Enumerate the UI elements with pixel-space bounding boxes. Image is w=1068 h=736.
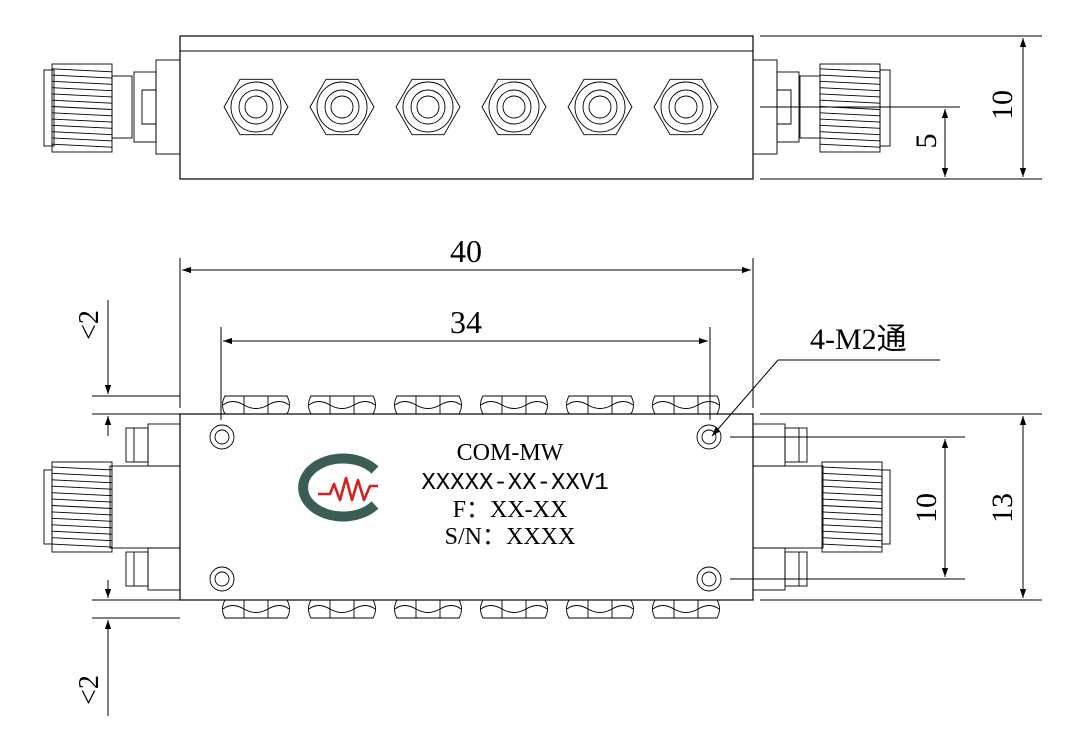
dim-connector-top: <2 <box>74 310 105 340</box>
label-part-number: XXXXX-XX-XXV1 <box>421 470 608 497</box>
top-body <box>179 35 754 180</box>
dim-body-height: 13 <box>986 493 1019 523</box>
nuts-top-nut-1 <box>222 395 290 415</box>
company-logo: MW <box>298 453 379 522</box>
tuning-screw-top-5 <box>567 78 633 136</box>
nuts-top-nut-6 <box>652 395 720 415</box>
nuts-top-nut-2 <box>308 395 376 415</box>
logo-zigzag <box>318 476 378 502</box>
connector-left-front <box>43 423 181 591</box>
nuts-bottom-nut-6 <box>652 599 720 619</box>
tuning-nuts-top-row <box>222 395 720 415</box>
nuts-bottom-nut-3 <box>394 599 462 619</box>
connector-right-front <box>752 423 891 591</box>
mounting-holes <box>209 424 722 592</box>
label-company: COM-MW <box>457 440 564 466</box>
nuts-bottom-nut-5 <box>566 599 634 619</box>
dim-overall-length: 40 <box>450 233 482 269</box>
nuts-top-nut-5 <box>566 395 634 415</box>
nuts-bottom-nut-2 <box>308 599 376 619</box>
tuning-screw-top-1 <box>223 78 289 136</box>
nuts-top-nut-3 <box>394 395 462 415</box>
tuning-screw-top-2 <box>309 78 375 136</box>
dim-top-height: 10 <box>986 90 1019 120</box>
logo-ring <box>298 453 379 522</box>
nuts-top-nut-4 <box>480 395 548 415</box>
dim-hole-pitch: 34 <box>450 304 482 340</box>
dim-hole-spacing: 10 <box>910 493 943 523</box>
nuts-bottom-nut-1 <box>222 599 290 619</box>
tuning-screw-top-4 <box>481 78 547 136</box>
connector-left-top <box>43 59 181 155</box>
hole-leader <box>711 359 779 437</box>
tuning-screw-top-6 <box>653 78 719 136</box>
dim-connector-bottom: <2 <box>74 675 105 705</box>
hole-callout: 4-M2通 <box>810 323 907 356</box>
tuning-screw-top-3 <box>395 78 461 136</box>
dim-top-half: 5 <box>910 134 943 149</box>
top-view: 10 5 <box>43 35 1042 180</box>
nuts-bottom-nut-4 <box>480 599 548 619</box>
label-frequency: F：XX-XX <box>453 497 568 523</box>
label-serial: S/N：XXXX <box>445 524 576 550</box>
tuning-nuts-bottom-row <box>222 599 720 619</box>
front-view: 40 34 4-M2通 COM-MW XXXXX-XX-XXV1 F：XX-XX… <box>43 233 1042 716</box>
tuning-screws-top <box>223 78 719 136</box>
